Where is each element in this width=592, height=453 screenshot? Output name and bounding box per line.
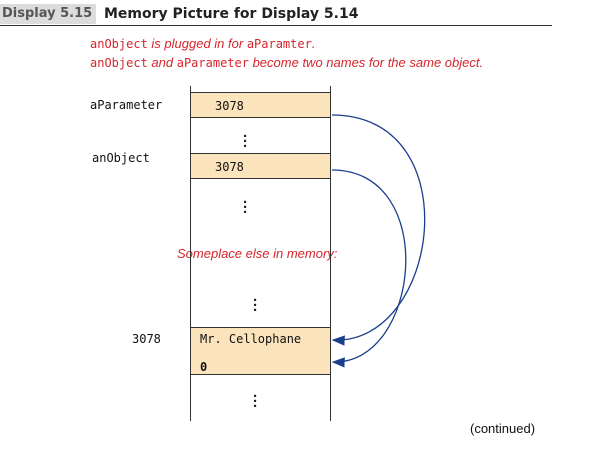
aparameter-value: 3078	[215, 99, 244, 113]
display-header: Display 5.15 Memory Picture for Display …	[0, 0, 552, 26]
arrow-anobject-to-object	[331, 169, 407, 368]
note-text-and: and	[147, 55, 177, 70]
note-text: is plugged in for	[147, 36, 247, 51]
ellipsis-dots-1: ...	[243, 124, 248, 151]
aparameter-cell: 3078	[190, 92, 330, 118]
header-rule	[0, 25, 552, 26]
ellipsis-dots-3: ...	[253, 288, 258, 315]
note-code-anobject: anObject	[90, 37, 148, 51]
aparameter-label: aParameter	[90, 98, 163, 112]
object-number-value: 0	[200, 360, 208, 374]
continued-label: (continued)	[470, 421, 536, 436]
note-text-names: become two names for the same object.	[248, 55, 484, 70]
note-code-anobject-2: anObject	[90, 56, 148, 70]
arrow-aparameter-to-object	[331, 114, 426, 346]
memory-right-border	[330, 86, 331, 421]
note-line-1: anObject is plugged in for aParamter.	[90, 36, 315, 51]
object-name-value: Mr. Cellophane	[200, 332, 302, 346]
memory-left-border	[190, 86, 191, 421]
anobject-value: 3078	[215, 160, 244, 174]
object-cell: Mr. Cellophane 0	[190, 327, 330, 375]
display-title: Memory Picture for Display 5.14	[104, 6, 359, 22]
anobject-cell: 3078	[190, 153, 330, 179]
note-period: .	[311, 36, 316, 51]
ellipsis-dots-2: ...	[243, 190, 248, 217]
note-code-aparameter: aParameter	[176, 56, 249, 70]
display-number: Display 5.15	[0, 4, 96, 24]
note-line-2: anObject and aParameter become two names…	[90, 55, 483, 70]
object-address-label: 3078	[132, 332, 161, 346]
note-code-aparamter: aParamter	[246, 37, 312, 51]
ellipsis-dots-4: ...	[253, 384, 258, 411]
someplace-label: Someplace else in memory:	[177, 246, 338, 261]
anobject-label: anObject	[92, 151, 150, 165]
